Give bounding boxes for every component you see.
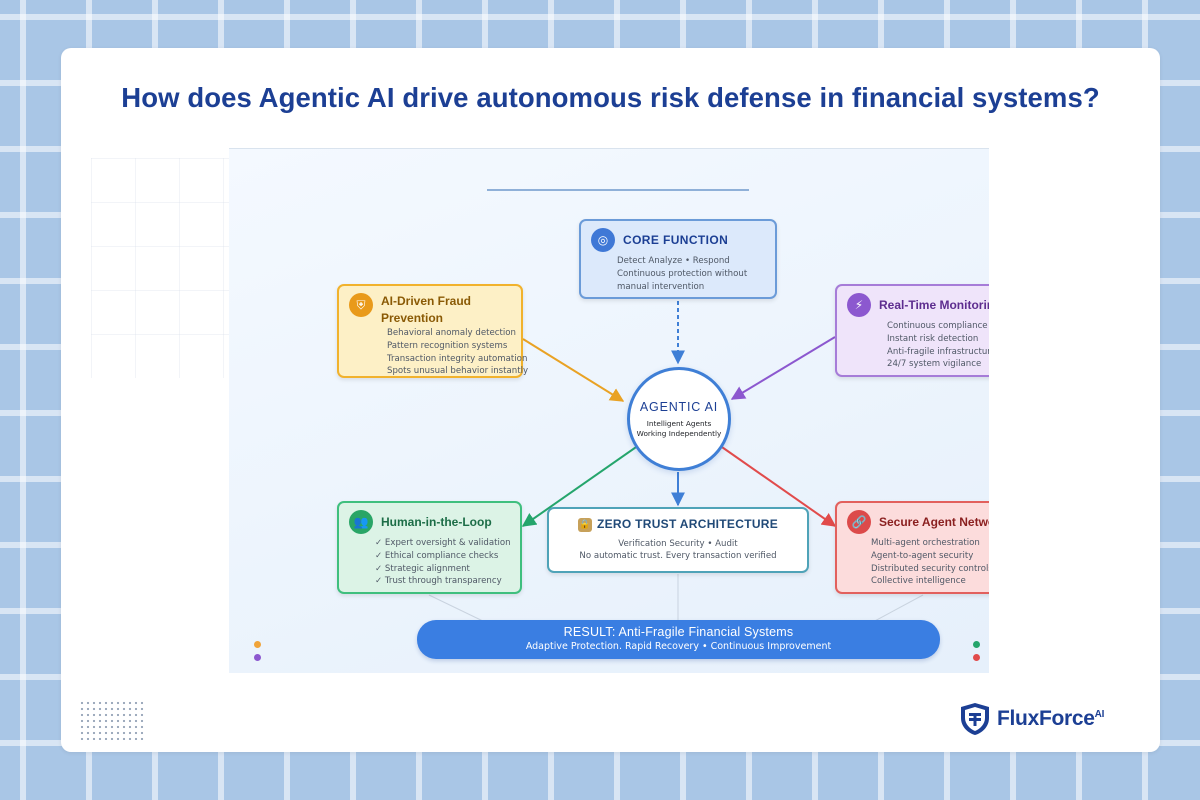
connector-human-to-result (428, 594, 488, 624)
diagram-panel: ◎ CORE FUNCTION Detect Analyze • Respond… (229, 148, 989, 673)
secure-agent-network-title: Secure Agent Network (879, 514, 989, 529)
brand-name: FluxForceAI (997, 707, 1104, 731)
real-time-monitoring-line: Instant risk detection (887, 333, 979, 344)
connector-layer (428, 301, 924, 624)
human-in-the-loop-line: ✓ Ethical compliance checks (375, 550, 499, 561)
lock-icon: 🔒 (577, 517, 592, 532)
content-card: How does Agentic AI drive autonomous ris… (61, 48, 1160, 752)
core-function-line: manual intervention (617, 281, 705, 292)
hub-subtitle-line-1: Intelligent Agents (646, 418, 712, 428)
connector-fraud-to-hub (522, 338, 625, 402)
real-time-monitoring-title: Real-Time Monitoring (879, 297, 989, 312)
core-function-node: ◎ CORE FUNCTION Detect Analyze • Respond… (579, 219, 777, 299)
real-time-monitoring-line: 24/7 system vigilance (887, 359, 982, 370)
connector-hub-to-secure (718, 444, 837, 527)
human-in-the-loop-node: 👥 Human-in-the-Loop ✓ Expert oversight &… (337, 501, 522, 594)
dot-grid-decoration (79, 700, 145, 740)
agentic-ai-hub: AGENTIC AI Intelligent Agents Working In… (627, 367, 731, 471)
target-icon: ◎ (591, 228, 615, 252)
people-icon: 👥 (349, 510, 373, 534)
zero-trust-title: ZERO TRUST ARCHITECTURE (596, 517, 779, 531)
zero-trust-node: 🔒 ZERO TRUST ARCHITECTURE Verification S… (547, 507, 809, 573)
decor-dot-green (973, 641, 980, 648)
human-in-the-loop-line: ✓ Expert oversight & validation (375, 538, 511, 548)
fluxforce-logo: FluxForceAI (959, 702, 1104, 736)
result-banner: RESULT: Anti-Fragile Financial Systems A… (417, 620, 940, 659)
link-icon: 🔗 (847, 510, 871, 534)
brand-suffix: AI (1094, 709, 1105, 720)
lightning-icon: ⚡ (847, 293, 871, 317)
secure-agent-network-line: Multi-agent orchestration (871, 538, 980, 548)
hub-subtitle-line-2: Working Independently (636, 428, 722, 438)
secure-agent-network-line: Distributed security controls (871, 563, 989, 574)
page-title: How does Agentic AI drive autonomous ris… (121, 82, 1100, 113)
result-subtitle: Adaptive Protection. Rapid Recovery • Co… (525, 641, 832, 652)
real-time-monitoring-node: ⚡ Real-Time Monitoring Continuous compli… (835, 284, 989, 377)
human-in-the-loop-title: Human-in-the-Loop (381, 514, 492, 529)
connector-hub-to-human (521, 444, 640, 527)
connector-monitor-to-hub (730, 336, 836, 400)
top-divider (487, 189, 749, 191)
result-title: RESULT: Anti-Fragile Financial Systems (563, 625, 794, 639)
fraud-prevention-line: Behavioral anomaly detection (387, 328, 516, 338)
decor-dot-red (973, 654, 980, 661)
zero-trust-line: Verification Security • Audit (618, 539, 738, 549)
secure-agent-network-node: 🔗 Secure Agent Network Multi-agent orche… (835, 501, 989, 594)
secure-agent-network-line: Agent-to-agent security (871, 550, 974, 561)
shield-icon: ⛨ (349, 293, 373, 317)
fraud-prevention-title: AI-Driven Fraud Prevention (381, 294, 472, 325)
decor-dot-purple (254, 654, 261, 661)
human-in-the-loop-line: ✓ Strategic alignment (375, 563, 470, 574)
secure-agent-network-line: Collective intelligence (871, 576, 966, 587)
fraud-prevention-line: Spots unusual behavior instantly (387, 366, 529, 377)
zero-trust-line: No automatic trust. Every transaction ve… (579, 551, 777, 561)
decor-dot-orange (254, 641, 261, 648)
connector-secure-to-result (870, 594, 924, 624)
hub-title: AGENTIC AI (639, 399, 719, 414)
core-function-line: Continuous protection without (617, 268, 748, 279)
fraud-prevention-node: ⛨ AI-Driven Fraud Prevention Behavioral … (337, 284, 529, 378)
core-function-title: CORE FUNCTION (623, 232, 729, 247)
fraud-prevention-line: Transaction integrity automation (387, 353, 528, 364)
human-in-the-loop-line: ✓ Trust through transparency (375, 576, 502, 587)
fraud-prevention-line: Pattern recognition systems (387, 340, 508, 351)
brand-name-text: FluxForce (997, 707, 1095, 730)
core-function-line: Detect Analyze • Respond (617, 256, 730, 266)
real-time-monitoring-line: Continuous compliance checks (887, 321, 989, 331)
shield-logo-icon (961, 703, 989, 735)
real-time-monitoring-line: Anti-fragile infrastructure (887, 346, 989, 357)
